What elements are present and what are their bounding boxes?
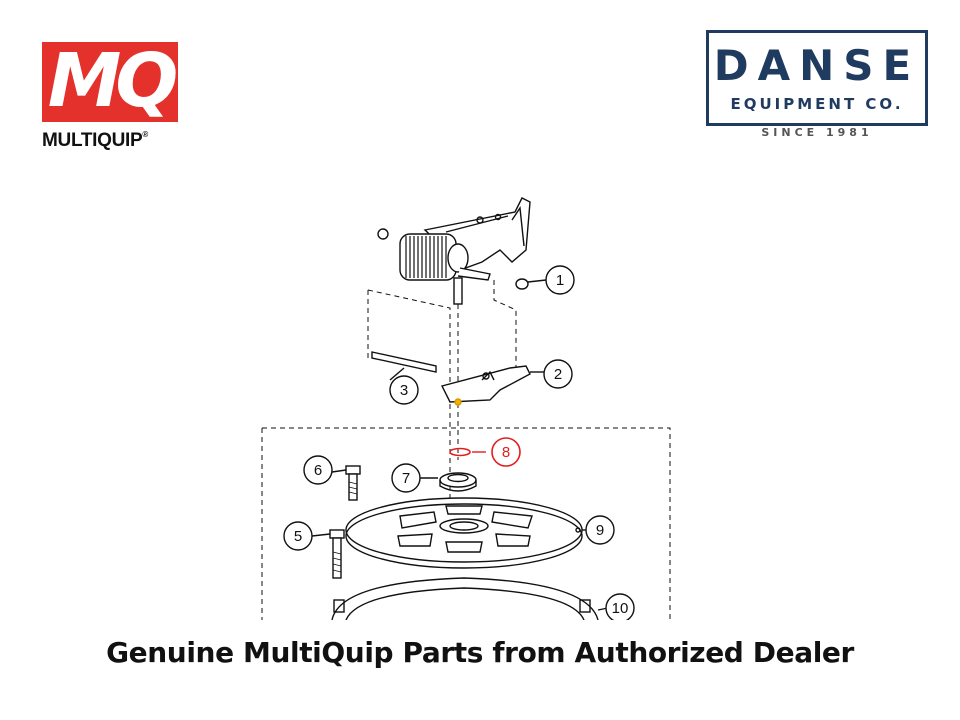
mq-monogram-box: MQ bbox=[42, 42, 178, 122]
registered-mark: ® bbox=[142, 130, 148, 139]
callout-8: 8 bbox=[491, 437, 521, 467]
callout-10-label: 10 bbox=[612, 600, 629, 617]
parts-diagram: 1 2 3 5 6 7 8 9 10 bbox=[261, 197, 671, 620]
callout-10: 10 bbox=[605, 593, 635, 620]
bolt-6 bbox=[331, 465, 361, 501]
multiquip-logo: MQ MULTIQUIP® bbox=[42, 42, 180, 152]
callout-6: 6 bbox=[303, 455, 333, 485]
danse-subtitle: EQUIPMENT CO. bbox=[730, 95, 904, 113]
callout-9-label: 9 bbox=[596, 522, 604, 539]
spider-ring-part bbox=[331, 577, 609, 620]
callout-3: 3 bbox=[389, 375, 419, 405]
multiquip-wordmark: MULTIQUIP® bbox=[42, 130, 148, 152]
callout-8-label: 8 bbox=[502, 444, 510, 461]
callout-6-label: 6 bbox=[314, 462, 322, 479]
callout-2: 2 bbox=[543, 359, 573, 389]
callout-7: 7 bbox=[391, 463, 421, 493]
callout-5: 5 bbox=[283, 521, 313, 551]
multiquip-wordmark-text: MULTIQUIP bbox=[42, 130, 143, 151]
callout-3-label: 3 bbox=[400, 382, 408, 399]
danse-since: SINCE 1981 bbox=[761, 126, 873, 139]
mq-monogram: MQ bbox=[47, 42, 178, 122]
callout-9: 9 bbox=[585, 515, 615, 545]
danse-logo: DANSE EQUIPMENT CO. bbox=[706, 30, 928, 126]
pin-part bbox=[371, 351, 437, 381]
bushing-part bbox=[420, 472, 477, 492]
caption: Genuine MultiQuip Parts from Authorized … bbox=[106, 636, 854, 669]
callout-5-label: 5 bbox=[294, 528, 302, 545]
callout-7-label: 7 bbox=[402, 470, 410, 487]
callout-2-label: 2 bbox=[554, 366, 562, 383]
danse-logo-box: DANSE EQUIPMENT CO. bbox=[706, 30, 928, 126]
callout-1: 1 bbox=[545, 265, 575, 295]
danse-name: DANSE bbox=[713, 41, 921, 90]
bolt-5 bbox=[311, 529, 345, 579]
callout-1-label: 1 bbox=[556, 272, 564, 289]
pressure-plate-part bbox=[345, 497, 588, 569]
spring-bracket-assembly bbox=[377, 197, 531, 305]
